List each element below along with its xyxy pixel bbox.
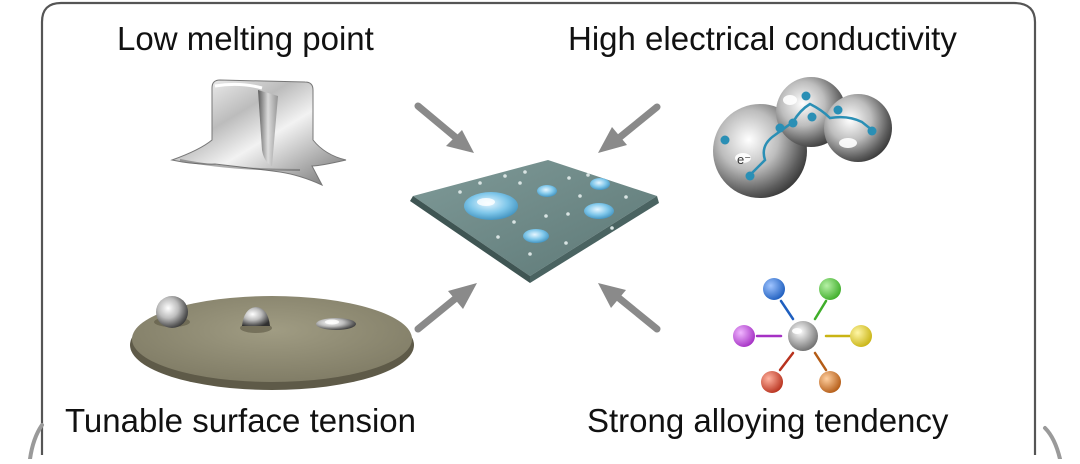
melting-cube-icon bbox=[170, 79, 347, 187]
arrow-top-left bbox=[414, 102, 474, 153]
conductive-spheres-icon bbox=[713, 77, 892, 198]
arrow-bottom-left bbox=[414, 283, 477, 333]
label-strong-alloying-tendency: Strong alloying tendency bbox=[587, 402, 949, 439]
frame-border bbox=[40, 1, 1037, 455]
label-low-melting-point: Low melting point bbox=[117, 20, 374, 57]
frame-curl-left bbox=[28, 423, 44, 461]
electron-symbol: e⁻ bbox=[737, 152, 751, 167]
label-tunable-surface-tension: Tunable surface tension bbox=[65, 402, 416, 439]
label-high-electrical-conductivity: High electrical conductivity bbox=[568, 20, 957, 57]
center-plate-icon bbox=[410, 160, 659, 283]
frame-curl-right bbox=[1043, 426, 1062, 461]
arrow-top-right bbox=[598, 103, 661, 153]
arrow-bottom-right bbox=[598, 283, 661, 333]
alloying-atoms-icon bbox=[733, 278, 872, 393]
droplet-disc-icon bbox=[130, 296, 414, 390]
